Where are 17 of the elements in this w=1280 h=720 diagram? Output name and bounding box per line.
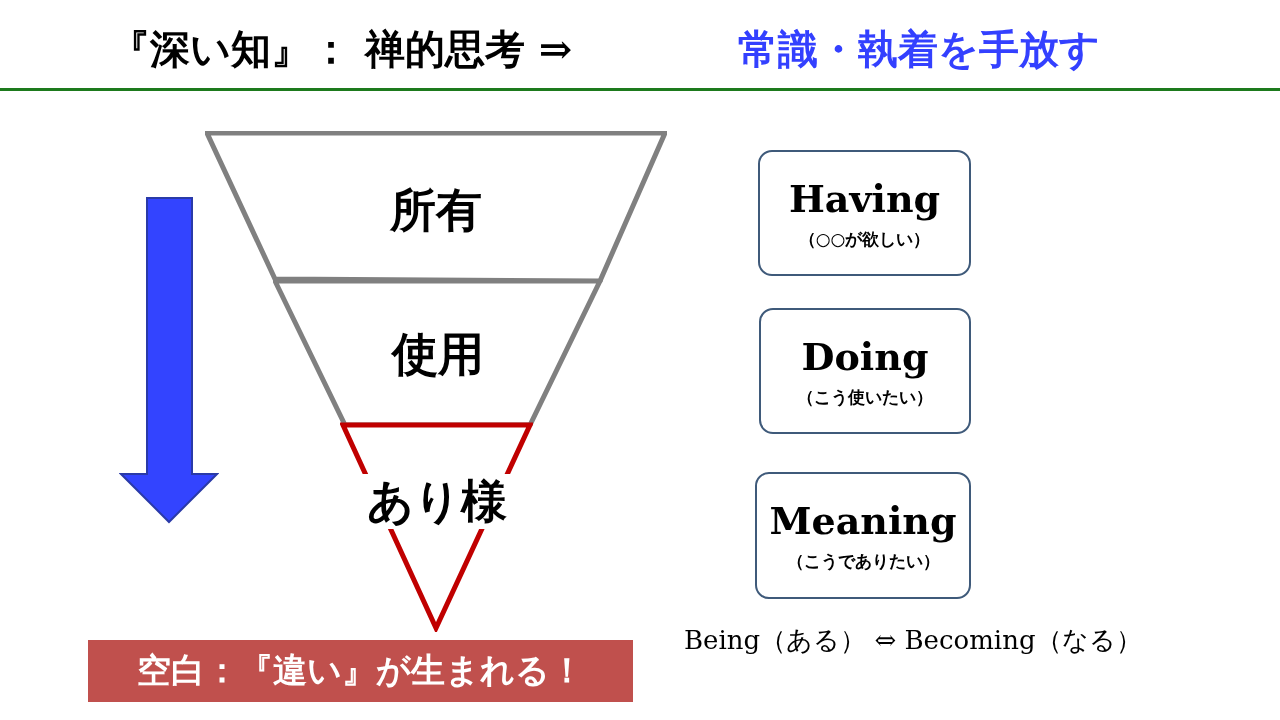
title: 『深い知』： 禅的思考 ⇒ [110, 24, 574, 74]
box-heading: Doing [800, 336, 930, 378]
box-subtext: （こうでありたい） [785, 551, 941, 572]
banner: 空白：『違い』が生まれる！ [88, 640, 633, 702]
box-subtext: （こう使いたい） [796, 387, 934, 408]
rounded-box [759, 308, 971, 434]
note: Being（ある） ⇔ Becoming（なる） [684, 624, 1142, 657]
band-label: 所有 [389, 183, 483, 239]
rounded-box [755, 472, 971, 599]
funnel-band [205, 131, 667, 283]
rounded-box [758, 150, 971, 276]
box-subtext: （○○が欲しい） [797, 229, 932, 250]
funnel-tip [340, 422, 533, 632]
box-heading: Meaning [768, 500, 958, 542]
box-heading: Having [787, 178, 942, 220]
title-highlight: 常識・執着を手放す [738, 24, 1100, 74]
band-label: 使用 [390, 327, 485, 383]
